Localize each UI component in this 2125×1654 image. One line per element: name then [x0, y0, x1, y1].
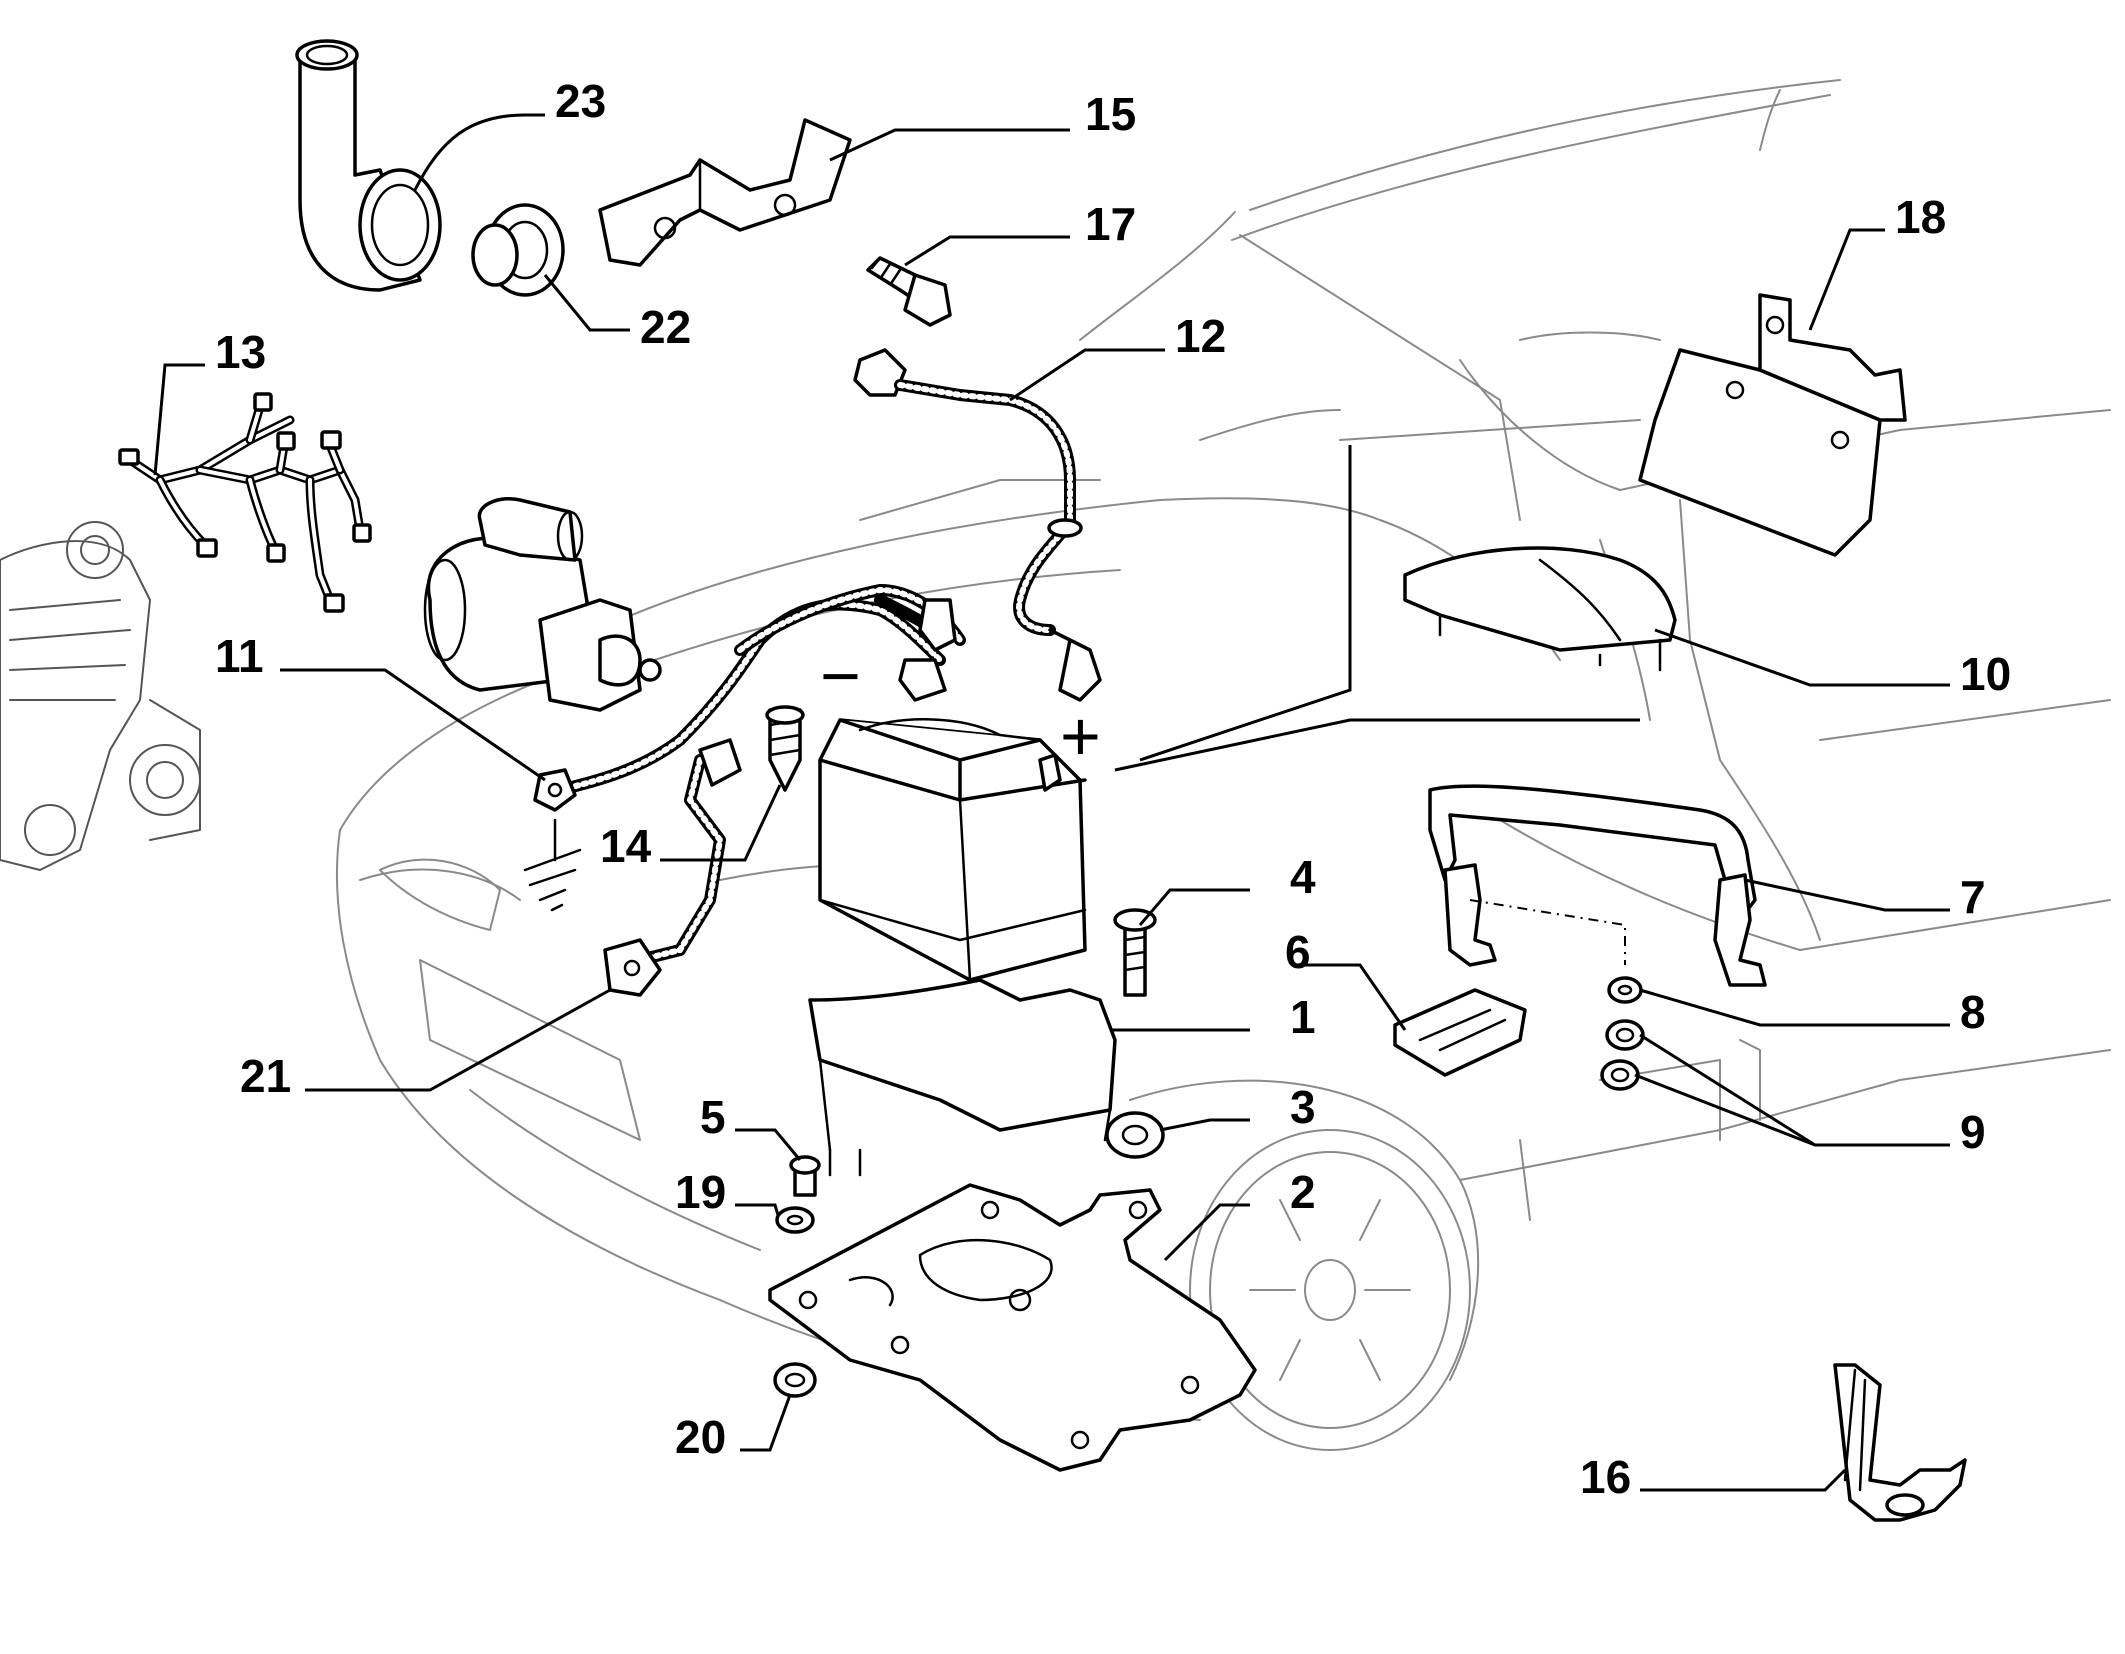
callout-10: 10: [1960, 648, 2011, 700]
part-5-bolt: [789, 1155, 821, 1197]
part-6-clamp: [1393, 988, 1527, 1077]
part-3-nut: [1105, 1111, 1165, 1159]
part-22-grommet: [471, 203, 565, 297]
negative-terminal-symbol: −: [820, 637, 861, 715]
part-12-positive-cable: [853, 348, 1102, 702]
leader-17: [904, 235, 1070, 267]
part-16-clip: [1833, 1363, 1967, 1522]
battery: [818, 718, 1087, 982]
car-outline: [335, 79, 2111, 1451]
callout-17: 17: [1085, 198, 1136, 250]
callout-16: 16: [1580, 1451, 1631, 1503]
part-1-battery-tray: [808, 978, 1117, 1177]
leader-14: [660, 784, 782, 862]
part-10-cover: [1403, 546, 1677, 672]
callout-11: 11: [215, 630, 264, 682]
leader-20: [740, 1394, 792, 1452]
leader-10: [1654, 628, 1950, 687]
leader-13: [153, 363, 205, 476]
callout-5: 5: [700, 1091, 726, 1143]
leader-5: [735, 1128, 802, 1161]
part-4-bolt: [1113, 908, 1157, 997]
callout-labels: 23 22 15 17 12 13 18 10 11 14 21 4 6 7 8…: [215, 75, 2011, 1503]
leader-3: [1159, 1118, 1250, 1132]
callout-23: 23: [555, 75, 606, 127]
leader-8: [1639, 988, 1950, 1027]
part-17-bolt: [866, 256, 952, 327]
leader-16: [1640, 1468, 1847, 1492]
callout-13: 13: [215, 326, 266, 378]
leader-6: [1305, 963, 1407, 1031]
part-8-washer: [1607, 976, 1643, 1004]
battery-pointer-line: [1114, 718, 1640, 772]
leader-18: [1808, 228, 1885, 331]
callout-22: 22: [640, 301, 691, 353]
callout-14: 14: [600, 820, 652, 872]
leader-2: [1163, 1203, 1250, 1262]
part-9-nuts: [1600, 1019, 1645, 1091]
part-13-wiring-harness: [118, 392, 372, 613]
ground-symbol: [523, 818, 582, 912]
part-18-plate-bracket: [1638, 293, 1907, 557]
leader-12: [1009, 348, 1165, 402]
leader-lines: [153, 113, 1950, 1492]
part-19-washer: [775, 1206, 815, 1234]
starter-motor-illustration: [423, 497, 662, 712]
leader-15: [829, 128, 1070, 162]
leader-4: [1138, 888, 1250, 926]
part-7-hold-down: [1428, 784, 1767, 987]
callout-4: 4: [1290, 851, 1316, 903]
battery-pointer-line-2: [1139, 445, 1352, 762]
leader-23: [413, 113, 545, 191]
leader-7: [1744, 878, 1950, 912]
alternator-illustration: [0, 521, 201, 871]
leader-9b: [1634, 1073, 1950, 1147]
callout-15: 15: [1085, 88, 1136, 140]
callout-12: 12: [1175, 310, 1226, 362]
part-14-screw: [765, 705, 805, 792]
callout-7: 7: [1960, 871, 1986, 923]
part-20-nut: [773, 1362, 817, 1398]
leader-22: [543, 274, 630, 332]
callout-6: 6: [1285, 926, 1311, 978]
part-2-support-plate: [768, 1183, 1257, 1472]
callout-9: 9: [1960, 1106, 1986, 1158]
part-15-bracket: [598, 118, 852, 267]
callout-2: 2: [1290, 1166, 1316, 1218]
part-23-filler-neck: [295, 39, 442, 292]
callout-19: 19: [675, 1166, 726, 1218]
callout-3: 3: [1290, 1081, 1316, 1133]
part-11-negative-cable: [533, 584, 966, 997]
callout-18: 18: [1895, 191, 1946, 243]
leader-19: [735, 1203, 780, 1216]
leader-11: [280, 668, 546, 782]
leader-9a: [1639, 1033, 1816, 1147]
positive-terminal-symbol: +: [1060, 697, 1101, 775]
callout-1: 1: [1290, 991, 1316, 1043]
alignment-line: [1469, 899, 1626, 965]
part-8-washer-hole: [1617, 984, 1633, 996]
callout-20: 20: [675, 1411, 726, 1463]
leader-21: [305, 988, 611, 1092]
callout-8: 8: [1960, 986, 1986, 1038]
callout-21: 21: [240, 1050, 291, 1102]
